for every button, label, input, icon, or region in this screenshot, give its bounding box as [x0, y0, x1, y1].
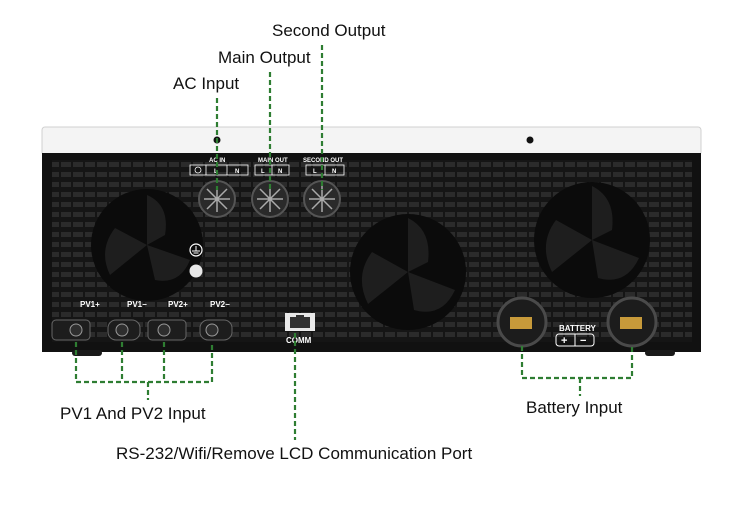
main-out-label: MAIN OUT [258, 158, 288, 164]
battery-label: BATTERY [559, 324, 597, 333]
fan-icon [534, 182, 650, 298]
svg-text:L: L [261, 169, 265, 175]
svg-text:L: L [313, 169, 317, 175]
ground-terminal [189, 243, 203, 278]
mc4-connector-icon [107, 319, 141, 341]
callout-pv-input: PV1 And PV2 Input [60, 404, 206, 423]
leader-pv [74, 342, 214, 400]
foot [72, 350, 102, 356]
second-out-label-strip: SECOND OUT L N [303, 158, 345, 176]
callout-second-output: Second Output [272, 21, 386, 40]
svg-text:+: + [561, 335, 567, 347]
leader-lines [74, 45, 634, 440]
cable-gland-icon [251, 180, 289, 218]
mc4-connector-icon [147, 319, 187, 341]
svg-text:−: − [580, 335, 586, 347]
fan-icon [350, 214, 466, 330]
pv2-minus-label: PV2− [210, 300, 230, 309]
mc4-connector-icon [51, 319, 91, 341]
comm-label: COMM [286, 336, 312, 345]
rj45-port-icon [285, 313, 315, 331]
pv1-minus-label: PV1− [127, 300, 147, 309]
callout-main-output: Main Output [218, 48, 311, 67]
cable-gland-icon [303, 180, 341, 218]
svg-text:N: N [235, 169, 239, 175]
second-out-label: SECOND OUT [303, 158, 343, 164]
battery-polarity: + − [555, 333, 595, 347]
pv2-plus-label: PV2+ [168, 300, 188, 309]
svg-text:N: N [332, 169, 336, 175]
callout-ac-input: AC Input [173, 74, 240, 93]
ground-icon [194, 166, 202, 174]
pv1-plus-label: PV1+ [80, 300, 100, 309]
callout-comm-port: RS-232/Wifi/Remove LCD Communication Por… [116, 444, 473, 463]
mc4-connector-icon [199, 319, 233, 341]
main-out-label-strip: MAIN OUT L N [254, 158, 290, 176]
leader-battery [520, 346, 634, 396]
battery-negative-gland [606, 296, 658, 348]
svg-text:N: N [278, 169, 282, 175]
top-screw [526, 136, 534, 144]
foot [645, 350, 675, 356]
battery-positive-gland [496, 296, 548, 348]
fan-icon [91, 189, 203, 301]
ac-in-label: AC IN [209, 158, 225, 164]
callout-battery-input: Battery Input [526, 398, 623, 417]
top-cover [41, 126, 702, 156]
